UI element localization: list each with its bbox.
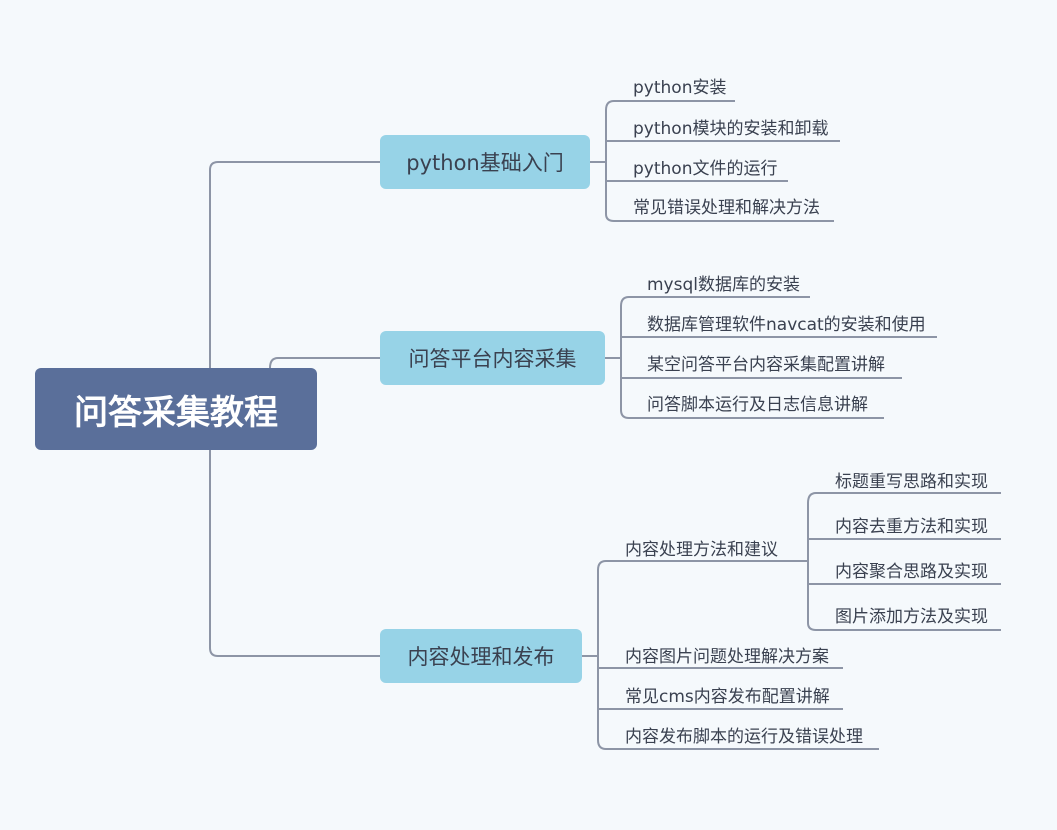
root-connector-bottom: [209, 450, 380, 657]
sub-node-processing-methods[interactable]: 内容处理方法和建议: [625, 540, 778, 560]
branch-node-qa-collection[interactable]: 问答平台内容采集: [380, 331, 605, 385]
leaf-python-run[interactable]: python文件的运行: [633, 159, 778, 179]
root-node[interactable]: 问答采集教程: [35, 368, 317, 450]
branch-node-content-processing[interactable]: 内容处理和发布: [380, 629, 582, 683]
leaf-publish-script[interactable]: 内容发布脚本的运行及错误处理: [625, 727, 863, 747]
leaf-cms-config[interactable]: 常见cms内容发布配置讲解: [625, 687, 830, 707]
leaf-qa-script-log[interactable]: 问答脚本运行及日志信息讲解: [647, 395, 868, 415]
branch-node-python-basics[interactable]: python基础入门: [380, 135, 590, 189]
leaf-python-install[interactable]: python安装: [633, 78, 727, 98]
leaf-image-add[interactable]: 图片添加方法及实现: [835, 607, 988, 627]
leaf-title-rewrite[interactable]: 标题重写思路和实现: [835, 472, 988, 492]
root-connector-mid: [269, 357, 380, 369]
leaf-navcat[interactable]: 数据库管理软件navcat的安装和使用: [647, 315, 926, 335]
root-connector-top: [209, 161, 380, 368]
leaf-qa-config[interactable]: 某空问答平台内容采集配置讲解: [647, 355, 885, 375]
leaf-aggregation[interactable]: 内容聚合思路及实现: [835, 562, 988, 582]
leaf-python-errors[interactable]: 常见错误处理和解决方法: [633, 198, 820, 218]
leaf-image-issues[interactable]: 内容图片问题处理解决方案: [625, 647, 829, 667]
leaf-dedup[interactable]: 内容去重方法和实现: [835, 517, 988, 537]
leaf-python-modules[interactable]: python模块的安装和卸载: [633, 119, 829, 139]
leaf-mysql-install[interactable]: mysql数据库的安装: [647, 275, 800, 295]
